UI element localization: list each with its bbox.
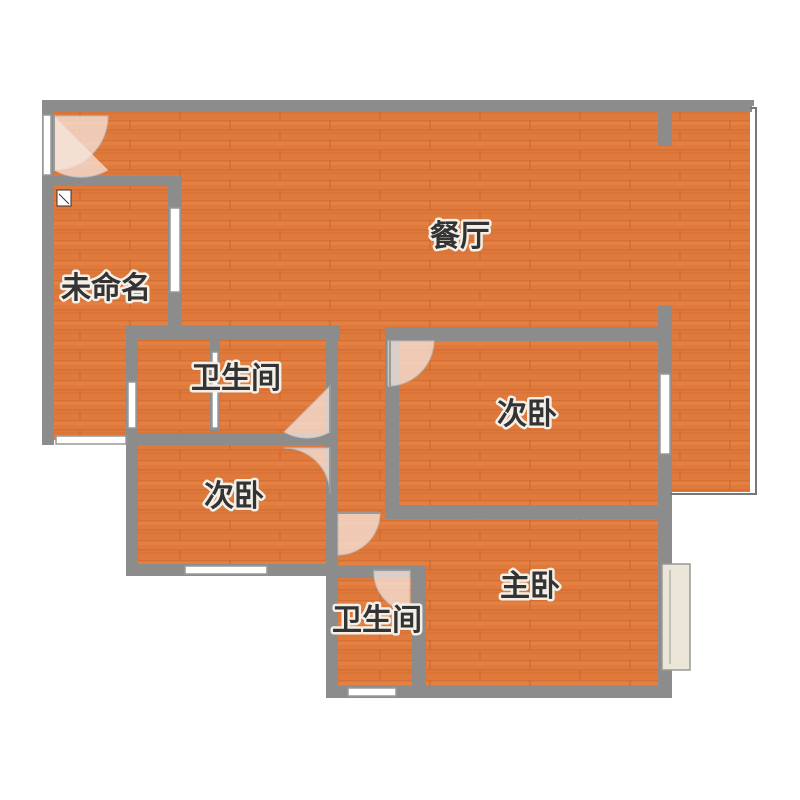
window <box>55 435 127 445</box>
wall <box>42 100 752 112</box>
exterior-outline <box>670 107 757 495</box>
fixture-icon <box>56 189 72 207</box>
wall <box>42 176 182 186</box>
wall <box>746 100 754 106</box>
window <box>127 381 137 429</box>
door-swing <box>337 512 381 556</box>
wall <box>126 433 336 445</box>
balcony <box>661 563 691 671</box>
window <box>169 207 181 293</box>
window <box>211 351 219 429</box>
room-label-bathroom-top: 卫生间 <box>191 361 281 396</box>
window <box>184 565 268 575</box>
wall <box>326 686 672 698</box>
door-swing <box>53 116 109 178</box>
wall <box>126 326 340 340</box>
wall <box>658 110 672 146</box>
doors-group <box>53 115 435 613</box>
room-label-unnamed: 未命名 <box>61 271 151 306</box>
door-panels-group <box>53 116 410 571</box>
floor-group <box>52 110 750 692</box>
labels-group: 餐厅 未命名 卫生间 次卧 次卧 主卧 卫生间 <box>59 217 563 641</box>
door-swing <box>387 340 435 387</box>
wall <box>126 326 138 576</box>
door-swing <box>373 569 411 613</box>
wall <box>326 566 338 698</box>
room-label-master-bedroom: 主卧 <box>500 569 560 604</box>
windows-group <box>42 114 671 697</box>
room-label-bedroom-left: 次卧 <box>204 479 264 514</box>
window <box>42 114 52 176</box>
window <box>659 373 671 455</box>
wall <box>385 327 672 341</box>
wall <box>42 100 54 445</box>
room-label-bedroom-right: 次卧 <box>497 397 557 432</box>
window <box>347 687 397 697</box>
floor-main <box>52 110 750 692</box>
room-label-bathroom-bottom: 卫生间 <box>332 603 422 638</box>
wall <box>385 505 672 519</box>
room-label-dining: 餐厅 <box>430 219 490 254</box>
wall <box>412 566 426 698</box>
door-swing <box>283 384 331 439</box>
